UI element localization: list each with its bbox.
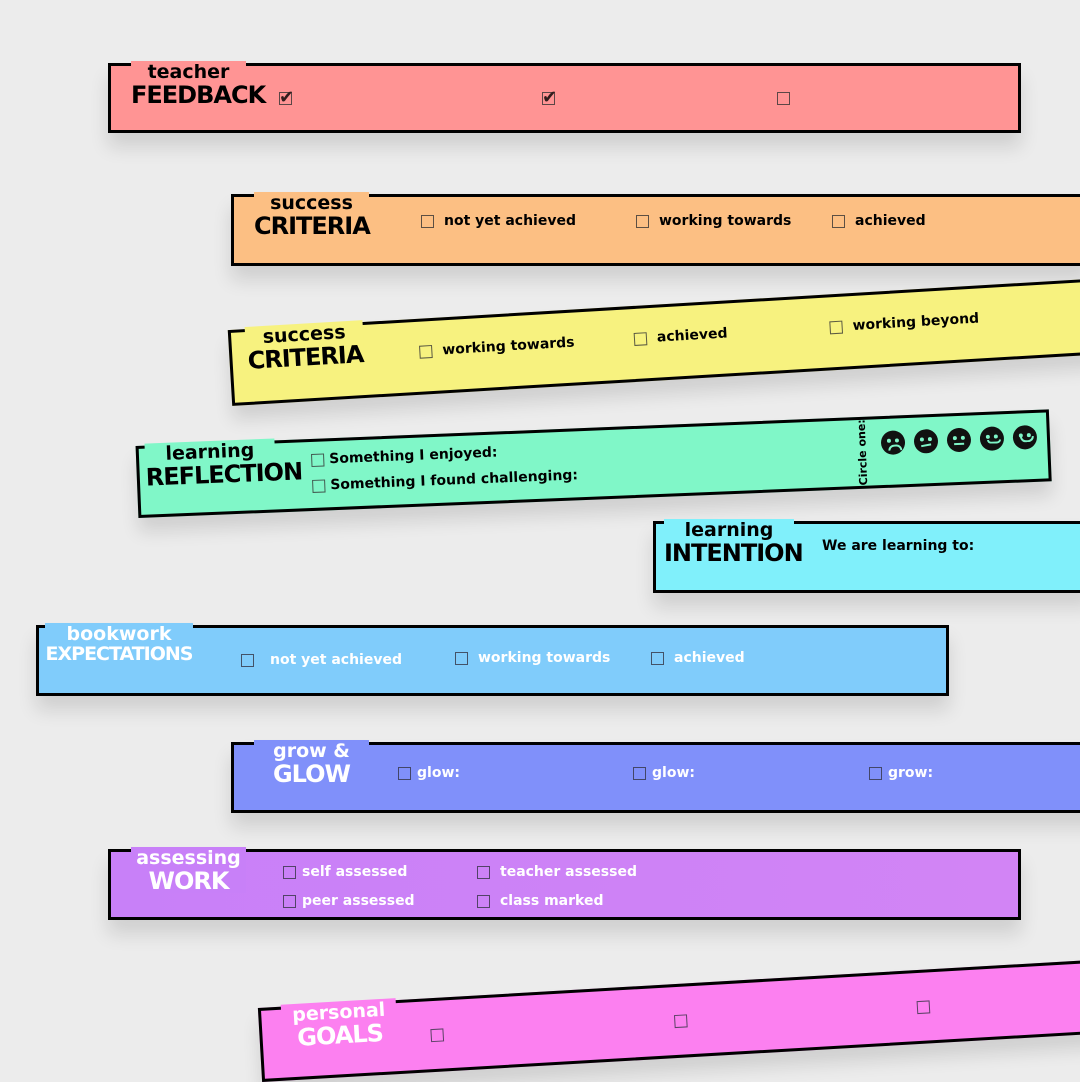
checkbox-2[interactable]: ✔ [542,87,557,108]
title-big: FEEDBACK [131,81,266,109]
checkbox-3[interactable] [777,92,790,105]
item-label: working towards [659,213,792,229]
item-label: not yet achieved [270,652,402,668]
title-small: success [270,192,353,214]
item-label: working towards [441,334,575,359]
checkbox-working-towards[interactable]: working towards [636,213,791,229]
checkbox-achieved[interactable]: achieved [651,650,745,666]
checkbox-not-yet-achieved[interactable]: not yet achieved [421,213,576,229]
strip-title: grow &GLOW [254,740,369,786]
title-big: CRITERIA [254,212,371,240]
checkbox-2[interactable] [673,1014,688,1029]
item-label: Something I found challenging: [329,467,579,494]
circle-one-label: Circle one: [854,419,871,486]
title-small: grow & [273,740,350,762]
checkbox-3[interactable] [916,1000,931,1015]
checkbox-self-assessed[interactable]: self assessed [283,864,407,880]
title-small: teacher [147,61,230,83]
checkbox-achieved[interactable]: achieved [633,325,728,347]
checkbox-working-beyond[interactable]: working beyond [829,310,980,336]
item-label: achieved [674,650,745,666]
checkbox-enjoyed[interactable]: Something I enjoyed: [310,444,498,468]
learning-prompt: We are learning to: [822,538,975,554]
title-big: WORK [148,867,230,895]
item-label: glow: [652,765,695,781]
checkbox-working-towards[interactable]: working towards [418,334,575,360]
item-label: achieved [656,325,728,346]
title-small: learning [684,519,774,541]
item-label: peer assessed [302,893,415,909]
checkbox-class-marked[interactable]: class marked [477,893,603,909]
item-label: achieved [855,213,926,229]
checkbox-achieved[interactable]: achieved [832,213,926,229]
item-label: glow: [417,765,460,781]
checkbox-glow-1[interactable]: glow: [398,765,460,781]
checkbox-challenging[interactable]: Something I found challenging: [312,467,578,494]
title-small: assessing [136,847,241,869]
very-sad-face-icon[interactable] [880,430,906,456]
checkbox-1[interactable]: ✔ [279,87,294,108]
checkbox-peer-assessed[interactable]: peer assessed [283,893,415,909]
happy-face-icon[interactable] [1012,424,1038,450]
item-label: Something I enjoyed: [328,444,498,468]
title-big: GLOW [272,760,351,788]
item-label: teacher assessed [500,864,637,880]
title-big: CRITERIA [246,340,365,375]
checkbox-1[interactable] [430,1028,445,1043]
checkbox-not-yet-achieved[interactable]: not yet achieved [241,652,402,668]
checkbox-glow-2[interactable]: glow: [633,765,695,781]
sad-face-icon[interactable] [913,428,939,454]
title-big: INTENTION [664,539,804,567]
content-face-icon[interactable] [979,426,1005,452]
checkbox-working-towards[interactable]: working towards [455,650,610,666]
title-big: EXPECTATIONS [45,643,194,665]
title-big: REFLECTION [145,457,303,492]
item-label: working towards [478,650,611,666]
title-small: bookwork [66,623,172,645]
checkbox-teacher-assessed[interactable]: teacher assessed [477,864,637,880]
check-icon: ✔ [542,87,558,108]
title-big: GOALS [296,1018,384,1052]
grow-and-glow-strip: grow &GLOW glow: glow: grow: [231,740,1080,813]
check-icon: ✔ [279,87,295,108]
neutral-face-icon[interactable] [946,427,972,453]
item-label: not yet achieved [444,213,576,229]
checkbox-grow[interactable]: grow: [869,765,933,781]
item-label: self assessed [302,864,408,880]
item-label: grow: [888,765,934,781]
item-label: working beyond [852,310,980,334]
item-label: class marked [500,893,604,909]
